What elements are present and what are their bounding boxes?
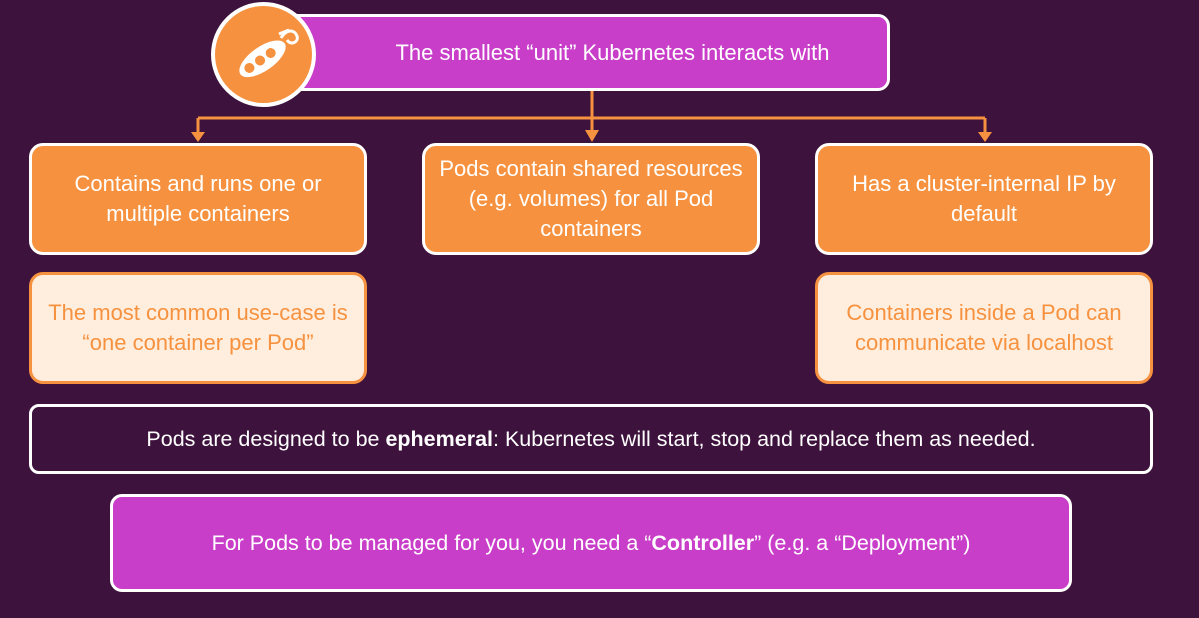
feature-text-shared-resources: Pods contain shared resources (e.g. volu…: [439, 156, 743, 241]
note-text-localhost: Containers inside a Pod can communicate …: [846, 300, 1122, 355]
ephemeral-bold: ephemeral: [385, 426, 494, 451]
note-text-one-container: The most common use-case is “one contain…: [48, 300, 348, 355]
note-box-localhost: Containers inside a Pod can communicate …: [815, 272, 1153, 384]
controller-bold: Controller: [651, 530, 755, 555]
feature-text-cluster-ip: Has a cluster-internal IP by default: [852, 171, 1116, 226]
ephemeral-suffix: : Kubernetes will start, stop and replac…: [493, 426, 1036, 451]
controller-prefix: For Pods to be managed for you, you need…: [211, 530, 652, 555]
feature-box-shared-resources: Pods contain shared resources (e.g. volu…: [422, 143, 760, 255]
arrow-head-middle: [585, 130, 599, 142]
title-text: The smallest “unit” Kubernetes interacts…: [395, 39, 830, 65]
feature-box-containers: Contains and runs one or multiple contai…: [29, 143, 367, 255]
arrow-head-left: [191, 132, 205, 142]
controller-suffix: ” (e.g. a “Deployment”): [754, 530, 971, 555]
pea-pod-icon: [239, 28, 299, 78]
controller-box: For Pods to be managed for you, you need…: [110, 494, 1072, 592]
ephemeral-box: Pods are designed to be ephemeral: Kuber…: [29, 404, 1153, 474]
ephemeral-text: Pods are designed to be ephemeral: Kuber…: [146, 427, 1035, 452]
logo-badge: [211, 2, 316, 107]
arrow-head-right: [978, 132, 992, 142]
feature-text-containers: Contains and runs one or multiple contai…: [74, 171, 322, 226]
note-box-one-container: The most common use-case is “one contain…: [29, 272, 367, 384]
feature-box-cluster-ip: Has a cluster-internal IP by default: [815, 143, 1153, 255]
ephemeral-prefix: Pods are designed to be: [146, 426, 386, 451]
controller-text: For Pods to be managed for you, you need…: [212, 531, 971, 556]
title-box: The smallest “unit” Kubernetes interacts…: [285, 14, 890, 91]
